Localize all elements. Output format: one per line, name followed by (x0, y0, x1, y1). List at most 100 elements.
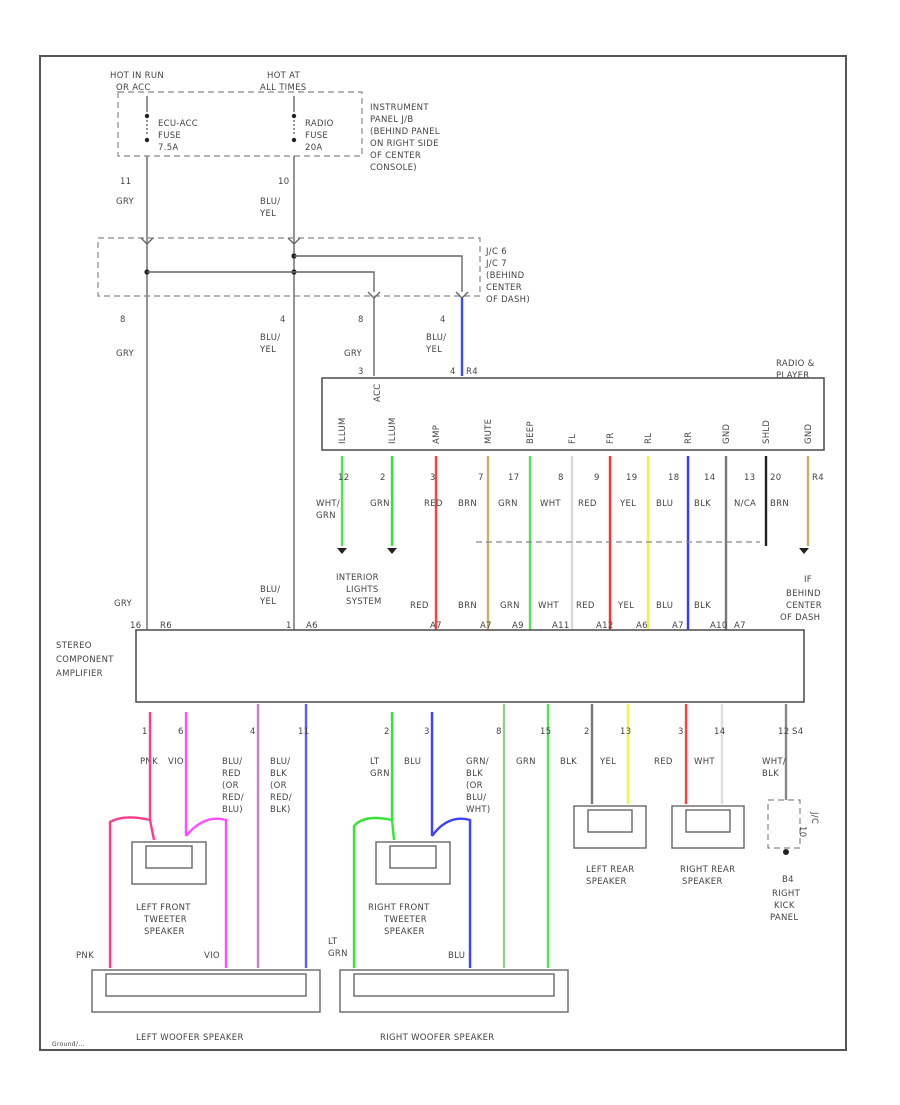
radio-pin-number: 17 (508, 473, 519, 483)
amp-output-pin: 1 (142, 727, 148, 737)
svg-text:10: 10 (797, 826, 807, 837)
junction-block-dashed-box (117, 91, 363, 157)
amp-input-pin: A11 (552, 621, 570, 631)
amp-output-color: VIO (168, 757, 184, 767)
amp-output-pin: 3 (424, 727, 430, 737)
svg-text:OF DASH): OF DASH) (486, 295, 530, 305)
amp-output-color: BLK (560, 757, 577, 767)
radio-pin-name: GND (804, 423, 814, 444)
ground-location-label: IF BEHIND CENTER OF DASH (780, 575, 822, 623)
amp-output-color: GRN (516, 757, 536, 767)
radio-pin-name: ILLUM (338, 417, 348, 444)
hot-all-label-2: ALL TIMES (260, 83, 307, 93)
fuse2-rating: 20A (305, 143, 323, 153)
radio-pin-number: 19 (626, 473, 637, 483)
fuse-radio: RADIO FUSE 20A (291, 96, 333, 153)
blu-woofer-wire (431, 817, 472, 968)
radio-top-pin-3: R4 (466, 367, 478, 377)
amp-output-pin: 14 (714, 727, 725, 737)
radio-pin-number: 3 (430, 473, 436, 483)
fuse-location-label: INSTRUMENT PANEL J/B (BEHIND PANEL ON RI… (370, 103, 439, 173)
svg-text:B4: B4 (782, 875, 794, 885)
amp-output-color: BLK (762, 769, 779, 779)
radio-pin-number: 8 (558, 473, 564, 483)
diagram-frame (39, 55, 847, 1051)
amp-output-pin: 13 (620, 727, 631, 737)
amp-output-color: GRN (370, 769, 390, 779)
svg-text:CENTER: CENTER (786, 601, 822, 611)
amp-input-pin: A12 (596, 621, 614, 631)
svg-text:COMPONENT: COMPONENT (56, 655, 114, 665)
footer-code: Ground/... (52, 1041, 85, 1048)
amp-output-color: BLK) (270, 805, 291, 815)
svg-text:AMPLIFIER: AMPLIFIER (56, 669, 103, 679)
amp-output-color: RED/ (222, 793, 244, 803)
jc-dashed-box (97, 237, 481, 297)
radio-pin-number: 20 (770, 473, 781, 483)
gry-label-radio: GRY (344, 349, 363, 359)
blu-yel-label-mid-1: BLU/ (260, 333, 280, 343)
amp-output-color: BLU/ (270, 757, 290, 767)
amp-input-pin: A7 (430, 621, 442, 631)
interior-lights-label: INTERIOR LIGHTS SYSTEM (336, 573, 382, 607)
right-kick-panel-label: B4 RIGHT KICK PANEL (770, 875, 801, 923)
ground-terminal-icon (799, 548, 809, 554)
amp-input-pin: 1 (286, 621, 292, 631)
jc10-label: J/C 10 (797, 811, 819, 837)
radio-pin-number: 9 (594, 473, 600, 483)
radio-pin-number: 2 (380, 473, 386, 483)
amp-input-pin: A6 (306, 621, 318, 631)
svg-text:RIGHT: RIGHT (772, 889, 801, 899)
amp-blu-yel-label-1: BLU/ (260, 585, 280, 595)
svg-text:OF DASH: OF DASH (780, 613, 820, 623)
amp-blu-yel-label-2: YEL (259, 597, 276, 607)
left-woofer-label: LEFT WOOFER SPEAKER (136, 1033, 244, 1043)
amp-output-pin: 2 (384, 727, 390, 737)
woofer-blu-label: BLU (448, 951, 465, 961)
radio-wire-color: BLU (656, 499, 673, 509)
radio-wire-color: GRN (316, 511, 336, 521)
radio-wire-color: WHT/ (316, 499, 340, 509)
amp-output-color: WHT (694, 757, 715, 767)
pin-f: 4 (440, 315, 446, 325)
fuse-ecu-acc: ECU-ACC FUSE 7.5A (144, 96, 198, 153)
jc10-dashed-box (767, 799, 801, 849)
woofer-vio-label: VIO (204, 951, 220, 961)
radio-pin-number: 12 (338, 473, 349, 483)
pin-e: 8 (358, 315, 364, 325)
amp-output-color: RED (222, 769, 241, 779)
blu-yel-label-radio-1: BLU/ (426, 333, 446, 343)
radio-pin-name: BEEP (526, 421, 536, 444)
blu-yel-label-top-1: BLU/ (260, 197, 280, 207)
amp-output-pin: 8 (496, 727, 502, 737)
radio-pin-name: AMP (432, 425, 442, 444)
amp-output-color: WHT/ (762, 757, 786, 767)
amp-output-color: YEL (599, 757, 616, 767)
vio-woofer-wire (185, 817, 228, 968)
radio-pin-number: 13 (744, 473, 755, 483)
amp-input-pin: A9 (512, 621, 524, 631)
svg-text:SPEAKER: SPEAKER (144, 927, 185, 937)
pin-c: 8 (120, 315, 126, 325)
svg-text:INTERIOR: INTERIOR (336, 573, 379, 583)
svg-text:STEREO: STEREO (56, 641, 92, 651)
amp-input-color: BRN (458, 601, 477, 611)
pin-b: 10 (278, 177, 289, 187)
amp-output-pin: 12 (778, 727, 789, 737)
svg-text:J/C 6: J/C 6 (485, 247, 507, 257)
svg-text:LEFT FRONT: LEFT FRONT (136, 903, 191, 913)
svg-text:PANEL: PANEL (770, 913, 798, 923)
amp-output-pin: 2 (584, 727, 590, 737)
radio-pin-number: 7 (478, 473, 484, 483)
amp-input-pin: 16 (130, 621, 141, 631)
svg-text:SYSTEM: SYSTEM (346, 597, 382, 607)
radio-wire-color: BRN (458, 499, 477, 509)
amp-input-color: RED (576, 601, 595, 611)
left-rear-speaker: LEFT REAR SPEAKER (573, 805, 647, 887)
pnk-woofer-wire (108, 712, 152, 968)
svg-text:RIGHT FRONT: RIGHT FRONT (368, 903, 430, 913)
hot-all-label-1: HOT AT (267, 71, 301, 81)
